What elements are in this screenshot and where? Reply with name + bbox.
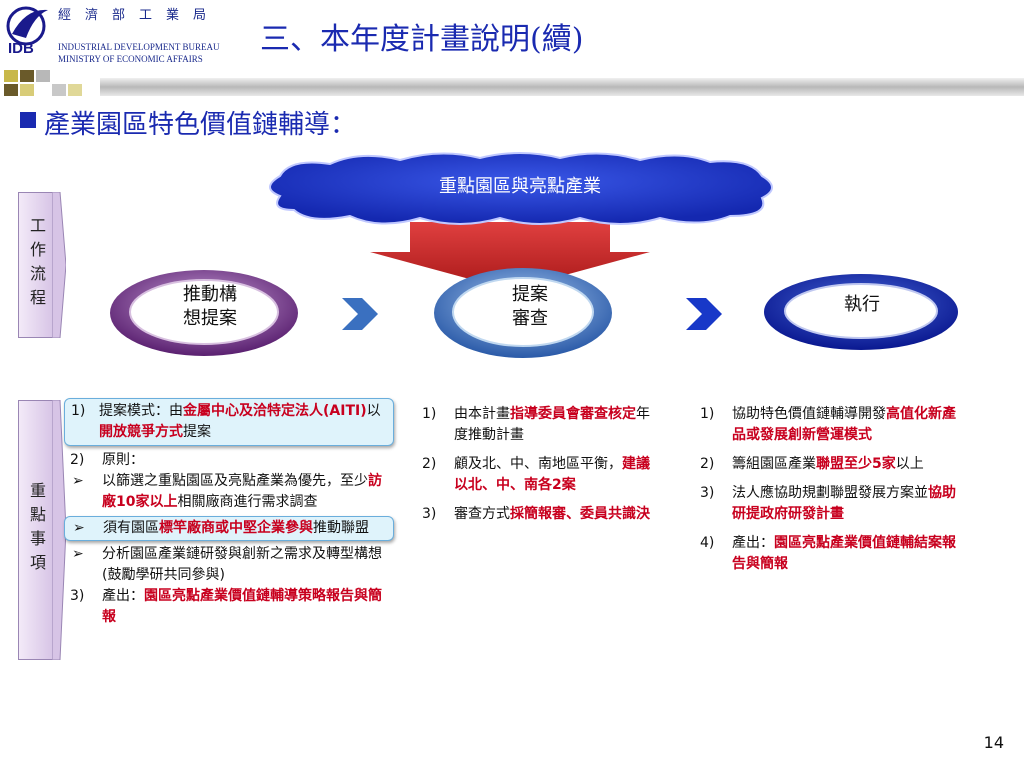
section-bullet-icon	[20, 112, 36, 128]
list-item: 1) 提案模式：由金屬中心及洽特定法人(AITI)以開放競爭方式提案	[64, 398, 394, 446]
list-item: 2) 籌組園區產業聯盟至少5家以上	[700, 456, 924, 472]
list-item: 1) 由本計畫指導委員會審查核定年度推動計畫	[422, 406, 650, 443]
list-item: ➢ 須有園區標竿廠商或中堅企業參與推動聯盟	[64, 516, 394, 541]
side-label-key-items-arrow	[52, 400, 66, 660]
list-item: 2) 原則：	[70, 452, 144, 468]
step-ellipse-review	[434, 268, 612, 358]
side-label-workflow-arrow	[52, 192, 66, 338]
step-label-propose: 推動構 想提案	[183, 284, 237, 329]
list-item: 3) 產出：園區亮點產業價值鏈輔導策略報告與簡報	[70, 588, 382, 625]
decorative-squares	[4, 70, 82, 96]
bullet-arrow-icon: ➢	[73, 520, 85, 536]
page-number: 14	[983, 733, 1004, 752]
list-item: 2) 顧及北、中、南地區平衡，建議以北、中、南各2案	[422, 456, 650, 493]
list-item: ➢ 以篩選之重點園區及亮點產業為優先，至少訪廠10家以上相關廠商進行需求調查	[72, 473, 382, 510]
bullet-arrow-icon: ➢	[72, 546, 84, 562]
chevron-right-icon	[342, 298, 378, 330]
step-label-review: 提案 審查	[512, 284, 548, 329]
list-item: 3) 法人應協助規劃聯盟發展方案並協助研提政府研發計畫	[700, 485, 956, 522]
bullet-arrow-icon: ➢	[72, 473, 84, 489]
org-name-cn: 經濟部工業局	[58, 8, 221, 23]
list-item: 4) 產出：園區亮點產業價值鏈輔結案報告與簡報	[700, 535, 956, 572]
step-ellipse-execute	[764, 274, 958, 350]
side-label-workflow: 工作流程	[18, 192, 54, 338]
cloud-label: 重點園區與亮點產業	[439, 176, 601, 197]
list-item: ➢ 分析園區產業鏈研發與創新之需求及轉型構想(鼓勵學研共同參與)	[72, 546, 382, 583]
down-arrow-icon	[370, 222, 650, 290]
key-items-review: 1) 由本計畫指導委員會審查核定年度推動計畫 2) 顧及北、中、南地區平衡，建議…	[422, 404, 662, 525]
org-name-en-line2: MINISTRY OF ECONOMIC AFFAIRS	[58, 54, 203, 64]
page-title: 三、本年度計畫說明(續)	[260, 22, 584, 57]
org-name-en-line1: INDUSTRIAL DEVELOPMENT BUREAU	[58, 42, 220, 52]
cloud-shape	[269, 152, 773, 225]
idb-logo-icon	[6, 6, 48, 46]
step-label-execute: 執行	[844, 294, 880, 315]
logo-text: IDB	[8, 40, 34, 57]
side-label-key-items: 重點事項	[18, 400, 54, 660]
key-items-propose: 1) 提案模式：由金屬中心及洽特定法人(AITI)以開放競爭方式提案 2) 原則…	[64, 398, 394, 628]
chevron-right-icon	[686, 298, 722, 330]
header-divider	[100, 78, 1024, 96]
list-item: 1) 協助特色價值鏈輔導開發高值化新產品或發展創新營運模式	[700, 406, 956, 443]
section-title: 產業園區特色價值鏈輔導：	[44, 110, 357, 140]
key-items-execute: 1) 協助特色價值鏈輔導開發高值化新產品或發展創新營運模式 2) 籌組園區產業聯…	[700, 404, 960, 575]
step-ellipse-propose	[110, 270, 298, 356]
list-item: 3) 審查方式採簡報審、委員共識決	[422, 506, 650, 522]
